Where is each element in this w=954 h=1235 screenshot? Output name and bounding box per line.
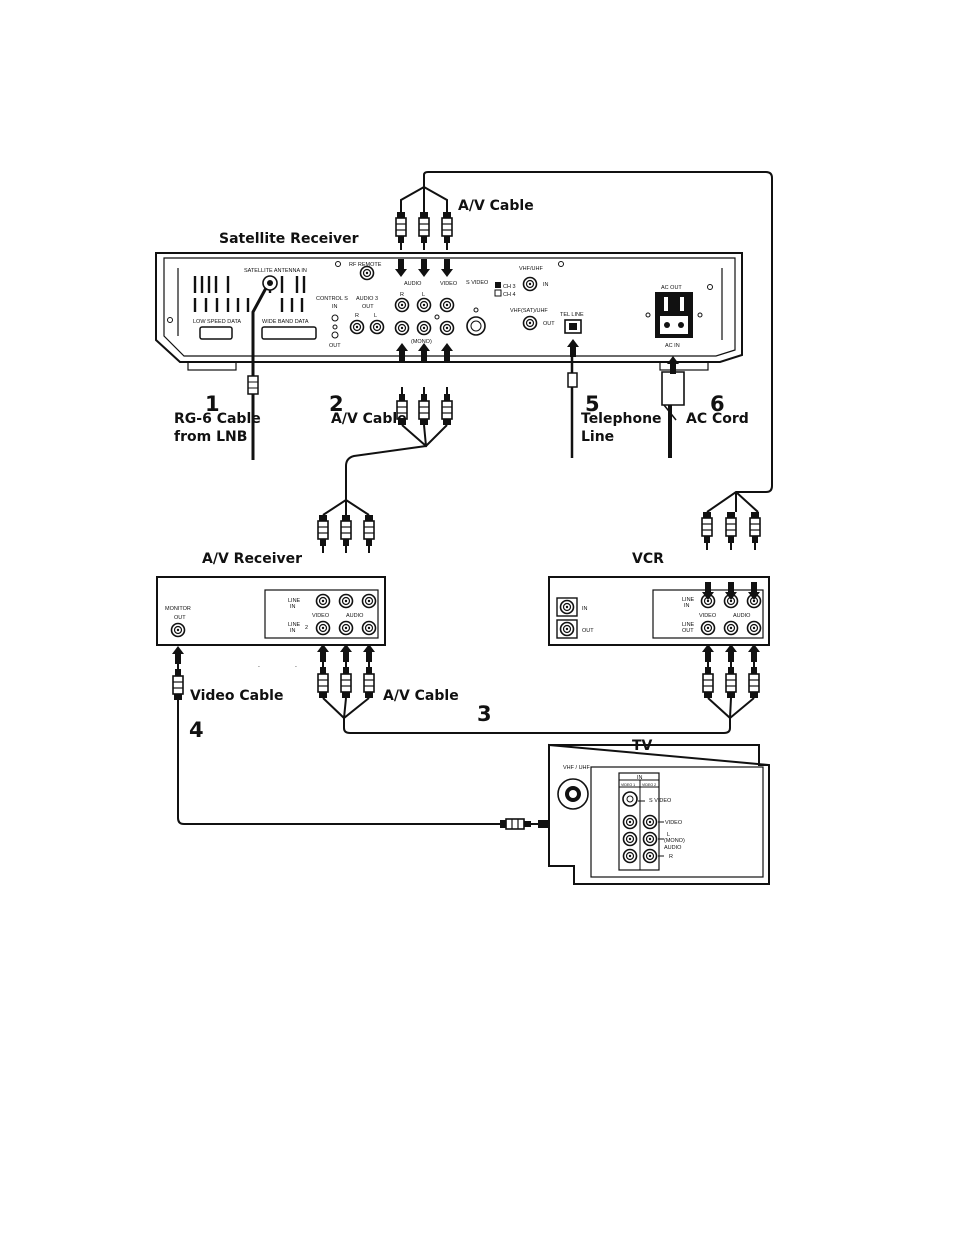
label-tel-line: TEL LINE xyxy=(560,312,584,318)
label-audio3-r: R xyxy=(355,313,359,319)
step-3-number: 3 xyxy=(477,702,492,726)
label-vcr-line-in-sub: IN xyxy=(684,603,690,609)
label-ch3: CH 3 xyxy=(503,284,516,290)
label-video: VIDEO xyxy=(440,281,458,287)
label-tv-video2: VIDEO 2 xyxy=(642,783,656,787)
label-vcr-audio: AUDIO xyxy=(733,613,751,619)
label-tv-video1: VIDEO 1 xyxy=(621,783,635,787)
label-r: R xyxy=(400,292,404,298)
label-ch4: CH 4 xyxy=(503,292,516,298)
step-4-label: Video Cable xyxy=(190,688,284,704)
av-cable-3 xyxy=(317,644,760,734)
step-1-label-line2: from LNB xyxy=(174,429,248,445)
vcr: IN OUT LINE IN LINE OUT VIDEO AUDIO xyxy=(548,576,770,646)
low-speed-data-port xyxy=(199,326,233,340)
wide-band-data-port xyxy=(261,326,317,340)
label-audio3: AUDIO 3 xyxy=(356,296,378,302)
label-low-speed-data: LOW SPEED DATA xyxy=(193,319,241,325)
label-tv-l: L xyxy=(667,832,670,838)
label-l: L xyxy=(422,292,425,298)
label-tv-s-video: S VIDEO xyxy=(649,798,672,804)
label-line-in-2: LINE xyxy=(288,622,301,628)
label-av-video: VIDEO xyxy=(312,613,330,619)
label-audio3-l: L xyxy=(374,313,377,319)
label-line-in-1: LINE xyxy=(288,598,301,604)
label-tv-in: IN xyxy=(637,775,643,781)
step-5-number: 5 xyxy=(585,392,600,416)
label-mono: (MONO) xyxy=(411,339,432,345)
label-tv-mono: (MONO) xyxy=(664,838,685,844)
av-receiver-title: A/V Receiver xyxy=(202,551,303,567)
label-audio: AUDIO xyxy=(404,281,422,287)
label-tv-video: VIDEO xyxy=(665,820,683,826)
label-vcr-line-in: LINE xyxy=(682,597,695,603)
rg6-cable xyxy=(247,287,268,460)
vent-slots xyxy=(193,276,306,312)
av-cable-2 xyxy=(317,343,453,600)
label-control-s: CONTROL S xyxy=(316,296,348,302)
tv-title: TV xyxy=(632,738,653,754)
label-vhf-out: OUT xyxy=(543,321,555,327)
step-2-label: A/V Cable xyxy=(331,411,407,427)
label-satellite-antenna-in: SATELLITE ANTENNA IN xyxy=(244,268,307,274)
label-line-in-2-sub: IN xyxy=(290,628,296,634)
label-vcr-line-out-sub: OUT xyxy=(682,628,694,634)
step-5-label-line2: Line xyxy=(581,429,615,445)
tv-s-video-jack xyxy=(622,791,638,807)
label-tv-r: R xyxy=(669,854,673,860)
label-vcr-in: IN xyxy=(582,606,588,612)
top-av-cable-label: A/V Cable xyxy=(458,198,534,214)
label-num-2: 2 xyxy=(305,625,308,631)
label-control-s-out: OUT xyxy=(329,343,341,349)
label-vcr-line-out: LINE xyxy=(682,622,695,628)
vcr-title: VCR xyxy=(632,551,664,567)
label-ac-out: AC OUT xyxy=(661,285,682,291)
label-control-s-in: IN xyxy=(332,304,338,310)
step-4-number: 4 xyxy=(189,718,204,742)
tv: VHF / UHF IN VIDEO 1 VIDEO 2 S VIDEO VID… xyxy=(548,743,770,885)
step-1-label-line1: RG-6 Cable xyxy=(174,411,261,427)
label-av-audio: AUDIO xyxy=(346,613,364,619)
top-av-cable xyxy=(400,171,773,513)
label-monitor-out: OUT xyxy=(174,615,186,621)
s-video-jack xyxy=(466,316,486,336)
label-audio3-out: OUT xyxy=(362,304,374,310)
av-receiver: MONITOR OUT LINE IN LINE IN 2 VIDEO AUDI… xyxy=(156,576,386,670)
label-ac-in: AC IN xyxy=(665,343,680,349)
label-vhf-uhf: VHF/UHF xyxy=(519,266,543,272)
step-2-number: 2 xyxy=(329,392,344,416)
label-vcr-video: VIDEO xyxy=(699,613,717,619)
step-6-label: AC Cord xyxy=(686,411,749,427)
step-6-number: 6 xyxy=(710,392,725,416)
label-rf-remote: RF REMOTE xyxy=(349,262,382,268)
satellite-receiver-title: Satellite Receiver xyxy=(219,231,359,247)
satellite-receiver: SATELLITE ANTENNA IN RF REMOTE LOW SPEED… xyxy=(155,252,743,371)
label-monitor: MONITOR xyxy=(165,606,191,612)
telephone-line xyxy=(567,339,579,458)
ac-cord xyxy=(661,356,685,458)
label-vcr-out: OUT xyxy=(582,628,594,634)
label-vhf-in: IN xyxy=(543,282,549,288)
step-1-number: 1 xyxy=(205,392,220,416)
label-s-video: S VIDEO xyxy=(466,280,489,286)
label-vhf-sat-uhf: VHF(SAT)/UHF xyxy=(510,308,548,314)
stray-mark: - xyxy=(258,664,260,670)
step-3-label: A/V Cable xyxy=(383,688,459,704)
label-tv-vhf-uhf: VHF / UHF xyxy=(563,765,591,771)
stray-mark-2: - xyxy=(295,664,297,670)
label-line-in-1-sub: IN xyxy=(290,604,296,610)
label-wide-band-data: WIDE BAND DATA xyxy=(262,319,309,325)
step-5-label-line1: Telephone xyxy=(581,411,662,427)
label-tv-audio: AUDIO xyxy=(664,845,682,851)
